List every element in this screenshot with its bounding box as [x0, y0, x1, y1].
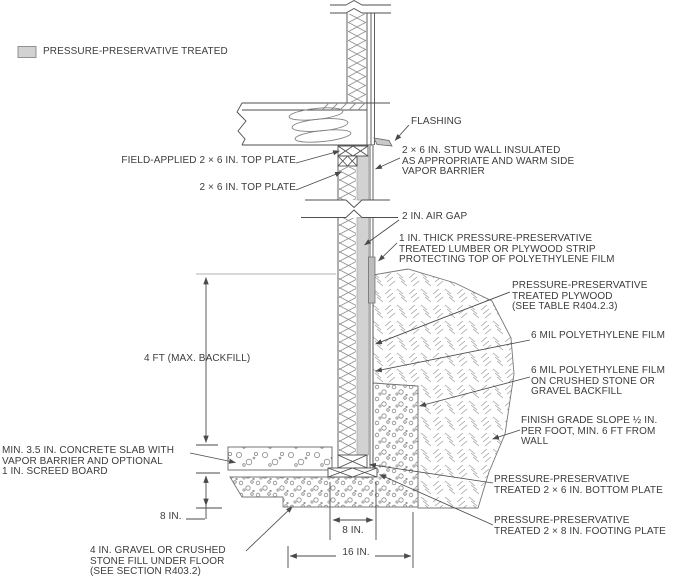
label-stud-wall: 2 × 6 IN. STUD WALL INSULATED AS APPROPR…	[402, 145, 575, 177]
leader-lines	[189, 124, 531, 552]
legend-swatch	[17, 46, 37, 58]
label-air-gap: 2 IN. AIR GAP	[402, 211, 468, 222]
legend-label: PRESSURE-PRESERVATIVE TREATED	[43, 46, 228, 57]
footing-plate	[327, 467, 378, 478]
label-treated-plywood: PRESSURE-PRESERVATIVE TREATED PLYWOOD (S…	[512, 280, 648, 312]
upper-stud-wall	[330, 0, 391, 145]
label-flashing: FLASHING	[411, 116, 462, 127]
label-footing-plate: PRESSURE-PRESERVATIVE TREATED 2 × 8 IN. …	[494, 515, 666, 537]
label-top-plate: 2 × 6 IN. TOP PLATE	[199, 182, 296, 193]
section-break-symbol	[345, 199, 363, 218]
flashing-piece	[373, 137, 393, 147]
foundation-insulation-batt	[339, 166, 356, 200]
label-finish-grade: FINISH GRADE SLOPE ½ IN. PER FOOT, MIN. …	[521, 415, 658, 447]
protective-strip	[368, 256, 376, 304]
treated-plywood-sheathing	[356, 217, 369, 456]
wall-insulation-batt	[348, 14, 366, 102]
field-applied-top-plate	[337, 145, 369, 157]
wall-break-symbol	[345, 0, 363, 14]
label-gravel-footing-width-dimension: 16 IN.	[342, 547, 370, 558]
label-poly-film-backfill: 6 MIL POLYETHYLENE FILM ON CRUSHED STONE…	[531, 365, 666, 397]
treated-plywood-sheathing	[356, 155, 369, 201]
label-field-applied-top-plate: FIELD-APPLIED 2 × 6 IN. TOP PLATE	[121, 155, 296, 166]
foundation-wall	[301, 145, 398, 478]
label-protective-strip: 1 IN. THICK PRESSURE-PRESERVATIVE TREATE…	[399, 233, 615, 265]
top-plate	[337, 155, 358, 167]
foundation-insulation-batt	[339, 218, 356, 455]
label-poly-film: 6 MIL POLYETHYLENE FILM	[531, 330, 666, 341]
label-bottom-plate: PRESSURE-PRESERVATIVE TREATED 2 × 6 IN. …	[494, 474, 663, 496]
label-footing-width-dimension: 8 IN.	[342, 525, 364, 536]
site-materials	[227, 268, 515, 509]
rim-insulation-coils	[288, 107, 352, 143]
floor-break-symbol	[236, 102, 247, 146]
label-backfill-dimension: 4 FT (MAX. BACKFILL)	[144, 353, 251, 364]
floor-band	[236, 102, 393, 147]
label-gravel-fill: 4 IN. GRAVEL OR CRUSHED STONE FILL UNDER…	[90, 545, 226, 577]
concrete-slab	[227, 446, 333, 471]
gravel-fill-area	[229, 382, 419, 508]
label-slab-depth-dimension: 8 IN.	[160, 511, 182, 522]
label-concrete-slab: MIN. 3.5 IN. CONCRETE SLAB WITH VAPOR BA…	[2, 445, 175, 477]
dimension-lines	[186, 273, 414, 568]
